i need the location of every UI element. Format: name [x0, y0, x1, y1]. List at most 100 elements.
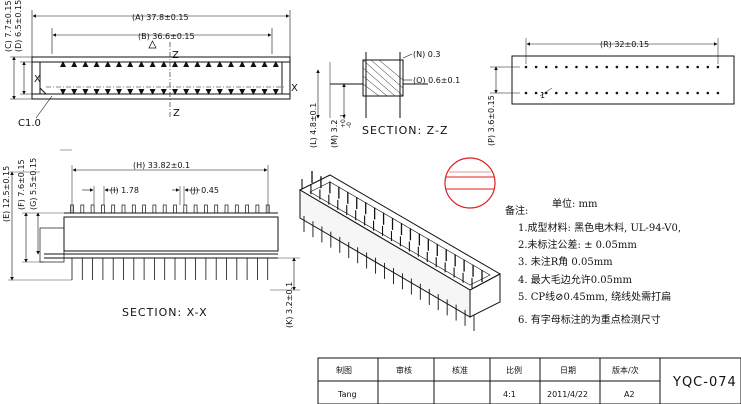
top-pin-marker	[250, 89, 257, 95]
bottom-hole	[686, 91, 689, 95]
tb-value-4: 2011/4/22	[547, 390, 588, 399]
xx-pin-top	[121, 204, 126, 214]
top-pin-marker	[272, 89, 279, 95]
note-line-1: 1.成型材料: 黑色电木料, UL-94-V0,	[518, 221, 681, 234]
xx-pin-top	[80, 204, 85, 214]
x-marker-right: X	[291, 83, 298, 94]
bottom-hole	[575, 91, 578, 95]
bottom-hole	[666, 91, 669, 95]
bottom-hole	[524, 65, 528, 69]
tb-header-2: 核准	[452, 365, 468, 375]
tb-header-4: 日期	[560, 366, 576, 375]
xx-pin-top	[214, 204, 219, 214]
dim-m-tol-minus: -0	[346, 122, 353, 128]
note-line-3: 3. 未注R角 0.05mm	[518, 255, 613, 268]
pin1-label: 1	[540, 91, 545, 100]
dim-d: (D) 6.5±0.15	[14, 0, 23, 52]
bottom-hole	[706, 65, 710, 69]
top-pin-marker	[71, 89, 78, 95]
isometric-view	[298, 174, 502, 318]
bottom-hole	[716, 65, 720, 69]
top-pin-marker	[228, 61, 234, 67]
bottom-view	[490, 38, 735, 105]
top-pin-marker	[183, 89, 190, 95]
dim-n: (N) 0.3	[413, 50, 441, 59]
xx-pin-top	[265, 204, 270, 214]
xx-pin-top	[111, 204, 116, 214]
top-pin-marker	[104, 89, 111, 95]
bottom-hole	[524, 91, 528, 95]
bottom-hole	[676, 91, 679, 95]
top-pin-marker	[149, 61, 156, 67]
top-pin-marker	[239, 61, 246, 67]
bottom-hole	[625, 91, 629, 95]
tb-value-0: Tang	[337, 390, 357, 399]
dim-m-tol-plus: +0.1	[340, 113, 347, 128]
top-pin-marker	[216, 89, 223, 95]
xx-pin-top	[173, 204, 177, 214]
dim-f: (F) 7.6±0.15	[17, 159, 26, 210]
top-pin-marker	[205, 89, 212, 95]
bottom-hole	[635, 65, 639, 69]
note-line-2: 2.未标注公差: ± 0.05mm	[518, 238, 637, 251]
top-pin-marker	[104, 61, 111, 67]
top-pin-marker	[149, 89, 156, 95]
bottom-hole	[565, 65, 568, 69]
section-xx-view	[8, 149, 300, 291]
bottom-view-holes	[524, 65, 720, 95]
bottom-hole	[544, 91, 548, 95]
bottom-hole	[605, 91, 609, 95]
top-pin-marker	[82, 89, 89, 95]
bottom-hole	[656, 91, 659, 95]
top-pin-marker	[127, 89, 134, 95]
top-pin-marker	[194, 89, 201, 95]
x-marker-left: X	[34, 74, 41, 85]
tb-value-5: A2	[624, 390, 635, 399]
bottom-hole	[645, 65, 649, 69]
dim-h: (H) 33.82±0.1	[133, 161, 190, 170]
top-pin-marker	[138, 89, 145, 95]
xx-pin-top	[131, 204, 136, 214]
xx-pin-top	[90, 204, 95, 214]
top-pin-marker	[93, 61, 100, 67]
xx-pin-top	[204, 204, 208, 214]
xx-pin-top	[152, 204, 157, 214]
xx-pin-top	[101, 204, 105, 214]
dim-b: (B) 36.6±0.15	[138, 32, 195, 41]
bottom-hole	[565, 91, 568, 95]
dim-c: (C) 7.7±0.15	[4, 0, 13, 52]
tb-value-3: 4:1	[503, 390, 516, 399]
bottom-hole	[696, 65, 699, 69]
dim-r: (R) 32±0.15	[600, 40, 649, 49]
bottom-hole	[716, 91, 720, 95]
tb-header-1: 审核	[396, 365, 412, 375]
dim-j: (J) 0.45	[190, 186, 219, 195]
dim-a: (A) 37.8±0.15	[132, 13, 189, 22]
xx-pin-top	[193, 204, 198, 214]
notes-title: 备注:	[505, 204, 528, 217]
note-line-5: 5. CP线⊘0.45mm, 绕线处需打扁	[518, 290, 671, 303]
bottom-hole	[635, 91, 639, 95]
bottom-hole	[625, 65, 629, 69]
top-pin-marker	[60, 89, 66, 95]
bottom-hole	[585, 65, 588, 69]
tb-header-0: 制图	[336, 365, 352, 375]
dim-m: (M) 3.2	[330, 120, 339, 148]
isometric-pins	[301, 171, 483, 331]
top-pin-marker	[127, 61, 134, 67]
bottom-hole	[696, 91, 699, 95]
bottom-hole	[615, 91, 619, 95]
top-pin-marker	[261, 61, 268, 67]
top-pin-marker	[160, 89, 167, 95]
dim-o: (O) 0.6±0.1	[413, 76, 460, 85]
dim-e: (E) 12.5±0.15	[2, 166, 11, 222]
top-pin-marker	[228, 89, 234, 95]
z-marker-top: Z	[172, 50, 179, 61]
title-block	[317, 357, 741, 404]
dim-g: (G) 5.5±0.15	[29, 158, 38, 210]
top-pin-marker	[205, 61, 212, 67]
top-pin-marker	[172, 89, 178, 95]
top-pin-marker	[261, 89, 268, 95]
dim-p: (P) 3.6±0.15	[487, 95, 496, 146]
